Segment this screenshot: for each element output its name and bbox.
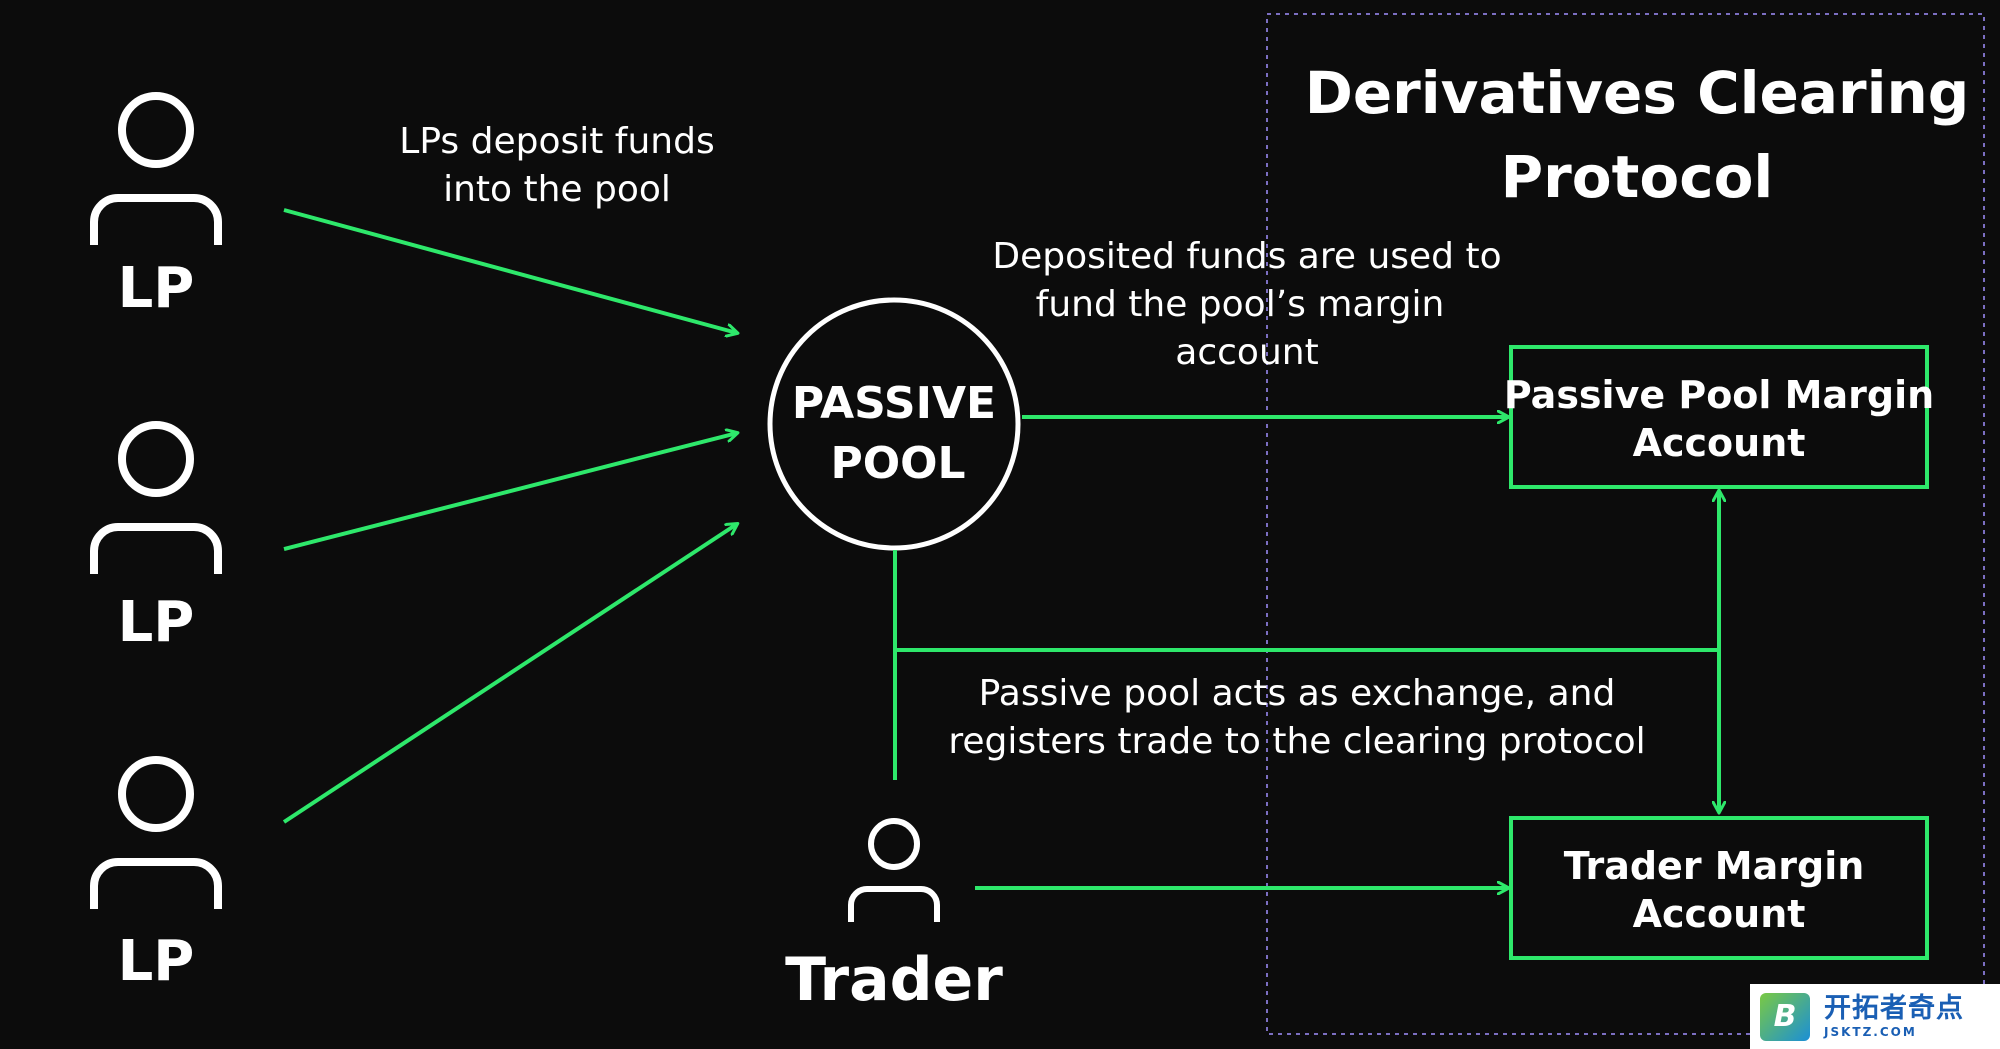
person-icon xyxy=(90,421,222,574)
margin-annotation-line1: Deposited funds are used to xyxy=(992,236,1501,277)
lp-node-2: LP xyxy=(90,421,222,655)
lp-label: LP xyxy=(118,590,195,655)
passive-pool-label-line2: POOL xyxy=(830,438,965,489)
protocol-title-line1: Derivatives Clearing xyxy=(1305,59,1970,127)
trader-margin-label-line2: Account xyxy=(1633,892,1806,936)
pool-margin-label-line1: Passive Pool Margin xyxy=(1504,373,1934,417)
watermark-text: 开拓者奇点 JSKTZ.COM xyxy=(1824,995,1964,1038)
passive-pool-label-line1: PASSIVE xyxy=(792,378,996,429)
lp1-to-pool-arrow xyxy=(283,208,737,333)
passive-pool-node: PASSIVE POOL xyxy=(767,297,1021,551)
watermark-logo: B xyxy=(1760,992,1810,1041)
passive-pool-margin-account: Passive Pool Margin Account xyxy=(1504,345,1934,489)
exchange-annotation-line1: Passive pool acts as exchange, and xyxy=(979,673,1616,714)
exchange-annotation-line2: registers trade to the clearing protocol xyxy=(948,721,1645,762)
watermark-url: JSKTZ.COM xyxy=(1824,1025,1917,1039)
watermark-badge: B 开拓者奇点 JSKTZ.COM xyxy=(1750,984,2000,1049)
lp-node-1: LP xyxy=(90,92,222,321)
margin-annotation-line2: fund the pool’s margin xyxy=(1036,284,1445,325)
person-icon xyxy=(848,818,940,922)
lp3-to-pool-arrow xyxy=(282,524,737,824)
watermark-name: 开拓者奇点 xyxy=(1824,993,1964,1024)
trader-node: Trader xyxy=(785,818,1003,1015)
deposit-annotation-line1: LPs deposit funds xyxy=(399,121,714,162)
lp2-to-pool-arrow xyxy=(283,433,737,551)
trader-label: Trader xyxy=(785,945,1003,1015)
lp-node-3: LP xyxy=(90,756,222,994)
person-icon xyxy=(90,756,222,909)
clearing-protocol-region xyxy=(1266,13,1985,1035)
pool-margin-label-line2: Account xyxy=(1633,421,1806,465)
lp-label: LP xyxy=(118,256,195,321)
trader-margin-label-line1: Trader Margin xyxy=(1564,844,1865,888)
trader-margin-account: Trader Margin Account xyxy=(1509,816,1929,960)
protocol-title-line2: Protocol xyxy=(1501,143,1774,211)
deposit-annotation-line2: into the pool xyxy=(443,169,671,210)
lp-label: LP xyxy=(118,929,195,994)
margin-annotation-line3: account xyxy=(1175,332,1318,373)
person-icon xyxy=(90,92,222,245)
